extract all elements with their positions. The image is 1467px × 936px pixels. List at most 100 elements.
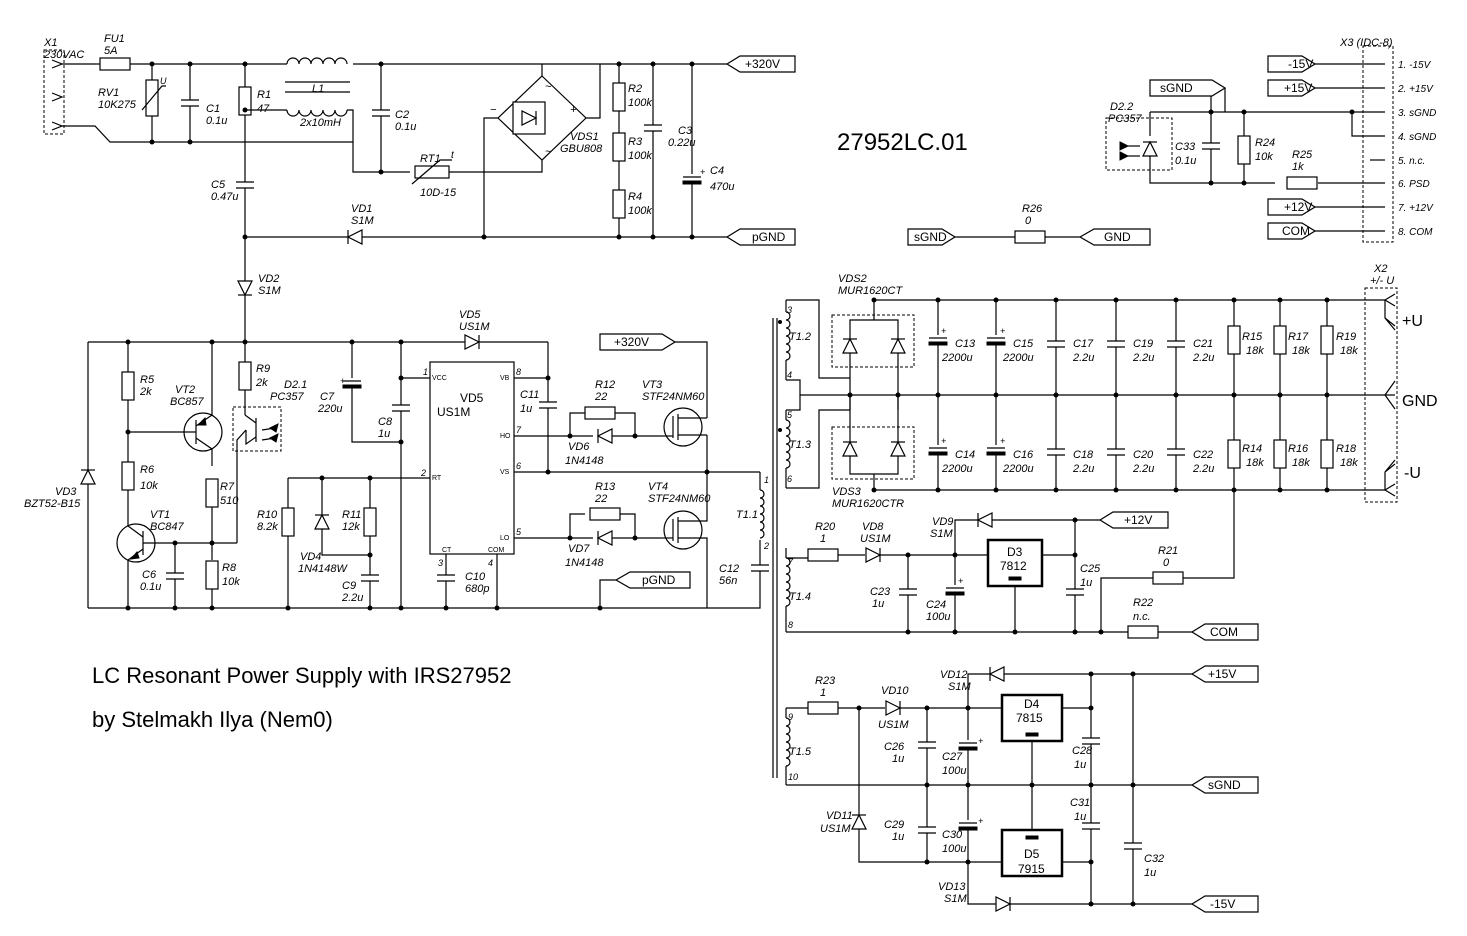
port-flag-320v-mid: +320V <box>599 333 677 351</box>
component-value-vt1: BC847 <box>150 521 185 533</box>
svg-text:+: + <box>570 104 577 116</box>
component-ref-c14: C14 <box>955 449 975 461</box>
component-ref-vds1: VDS1 <box>570 131 599 143</box>
svg-text:-15V: -15V <box>1288 57 1313 71</box>
svg-text:+320V: +320V <box>745 57 780 71</box>
component-value-c27: 100u <box>942 765 966 777</box>
component-ref-r6: R6 <box>140 464 155 476</box>
svg-text:-U: -U <box>1404 465 1421 482</box>
component-value-l1: 2x10mH <box>299 117 341 129</box>
component-ref-c3: C3 <box>678 125 693 137</box>
component-value-vd8: US1M <box>860 533 891 545</box>
component-ref-r3: R3 <box>628 136 643 148</box>
component-ref-c4: C4 <box>710 165 724 177</box>
component-value-c18: 2.2u <box>1072 463 1094 475</box>
component-value-c2: 0.1u <box>395 121 416 133</box>
component-ref-c18: C18 <box>1073 449 1094 461</box>
component-ref-r21: R21 <box>1158 545 1178 557</box>
component-value-c12: 56n <box>719 575 737 587</box>
svg-text:T1.3: T1.3 <box>789 439 812 451</box>
component-ref-c16: C16 <box>1013 449 1034 461</box>
component-ref-r19: R19 <box>1336 331 1356 343</box>
component-value-vd13: S1M <box>944 893 967 905</box>
component-ref-c31: C31 <box>1070 797 1090 809</box>
component-value-c11: 1u <box>520 403 532 415</box>
component-ref-d4: D4 <box>1024 697 1040 711</box>
x3-pin-labels: 1. -15V 2. +15V 3. sGND 4. sGND 5. n.c. … <box>1397 60 1436 238</box>
svg-text:GND: GND <box>1402 393 1438 410</box>
component-value-c14: 2200u <box>941 463 973 475</box>
component-ref-c30: C30 <box>942 829 963 841</box>
svg-text:+: + <box>1000 326 1005 336</box>
svg-text:5: 5 <box>787 410 793 420</box>
component-ref-r13: R13 <box>595 481 616 493</box>
component-ref-d3: D3 <box>1007 545 1023 559</box>
component-value-r8: 10k <box>222 576 240 588</box>
component-ref-r9: R9 <box>256 363 270 375</box>
svg-text:+: + <box>958 576 963 586</box>
svg-text:4. sGND: 4. sGND <box>1398 132 1436 143</box>
board-id: 27952LC.01 <box>837 129 968 156</box>
svg-text:3: 3 <box>438 558 443 568</box>
port-flag-pgnd-mid: pGND <box>614 571 691 589</box>
svg-text:8: 8 <box>516 367 521 377</box>
port-flags: +320V pGND +320V pGND sGND GND sGND -15 <box>599 55 1317 913</box>
component-value-c30: 100u <box>942 843 966 855</box>
component-value-r2: 100k <box>628 97 652 109</box>
component-ref-c32: C32 <box>1144 853 1164 865</box>
svg-text:4: 4 <box>787 370 792 380</box>
component-ref-x1: X1 <box>43 37 57 49</box>
misc-marks: U t + ~ ~ − + + + + + + + + + <box>160 76 1005 826</box>
svg-text:+U: +U <box>1402 313 1423 330</box>
svg-text:+: + <box>941 326 946 336</box>
component-ref-vd3: VD3 <box>55 486 77 498</box>
port-flag-sgnd-x3: sGND <box>1149 79 1227 97</box>
component-value-c1: 0.1u <box>206 115 227 127</box>
component-value-c3: 0.22u <box>668 137 696 149</box>
component-value-r13: 22 <box>594 493 607 505</box>
component-ref-rt1: RT1 <box>420 153 441 165</box>
component-value-vd3: BZT52-B15 <box>24 498 81 510</box>
component-value-c15: 2200u <box>1002 352 1034 364</box>
component-value-fu1: 5A <box>104 45 117 57</box>
component-ref-c11: C11 <box>520 389 539 401</box>
component-value-vd9: S1M <box>930 528 953 540</box>
component-ref-r22: R22 <box>1133 597 1153 609</box>
component-value-vd5: US1M <box>459 321 490 333</box>
component-value-c16: 2200u <box>1002 463 1034 475</box>
svg-text:10: 10 <box>788 772 798 782</box>
component-value-r11: 12k <box>342 521 360 533</box>
component-value-c26: 1u <box>892 753 904 765</box>
component-value-c9: 2.2u <box>341 592 363 604</box>
port-flag-sgnd-sec: sGND <box>1190 776 1259 794</box>
component-value-c32: 1u <box>1144 867 1156 879</box>
component-ref-r1: R1 <box>257 89 271 101</box>
svg-text:-15V: -15V <box>1210 897 1235 911</box>
component-ref-r18: R18 <box>1336 443 1357 455</box>
transformer-pin-labels: 3 4 5 6 1 2 7 8 9 10 T1.2 T1.3 T1.1 T1.4… <box>736 305 812 782</box>
component-ref-d2-1: D2.1 <box>284 379 307 391</box>
component-ref-c9: C9 <box>342 580 356 592</box>
component-value-r10: 8.2k <box>257 521 278 533</box>
component-ref-vds3: VDS3 <box>832 486 862 498</box>
component-ref-rv1: RV1 <box>98 87 119 99</box>
component-value-r4: 100k <box>628 205 652 217</box>
svg-text:+: + <box>700 167 705 177</box>
port-flag-com-x3: COM <box>1267 222 1317 240</box>
svg-text:6. PSD: 6. PSD <box>1398 179 1430 190</box>
svg-text:3: 3 <box>787 305 792 315</box>
x3-interface <box>955 45 1394 244</box>
component-ref-vd4: VD4 <box>300 551 321 563</box>
component-value-d4: 7815 <box>1016 711 1043 725</box>
primary-control <box>80 280 770 611</box>
component-ref-c22: C22 <box>1193 449 1213 461</box>
component-ref-vd9: VD9 <box>932 516 953 528</box>
component-ref-r12: R12 <box>595 379 615 391</box>
component-value-r9: 2k <box>255 377 268 389</box>
component-value-c8: 1u <box>378 428 390 440</box>
component-ref-c19: C19 <box>1133 338 1153 350</box>
svg-text:6: 6 <box>516 461 521 471</box>
component-ref-vt2: VT2 <box>175 384 195 396</box>
port-flag-gnd-r26: GND <box>1078 228 1151 246</box>
